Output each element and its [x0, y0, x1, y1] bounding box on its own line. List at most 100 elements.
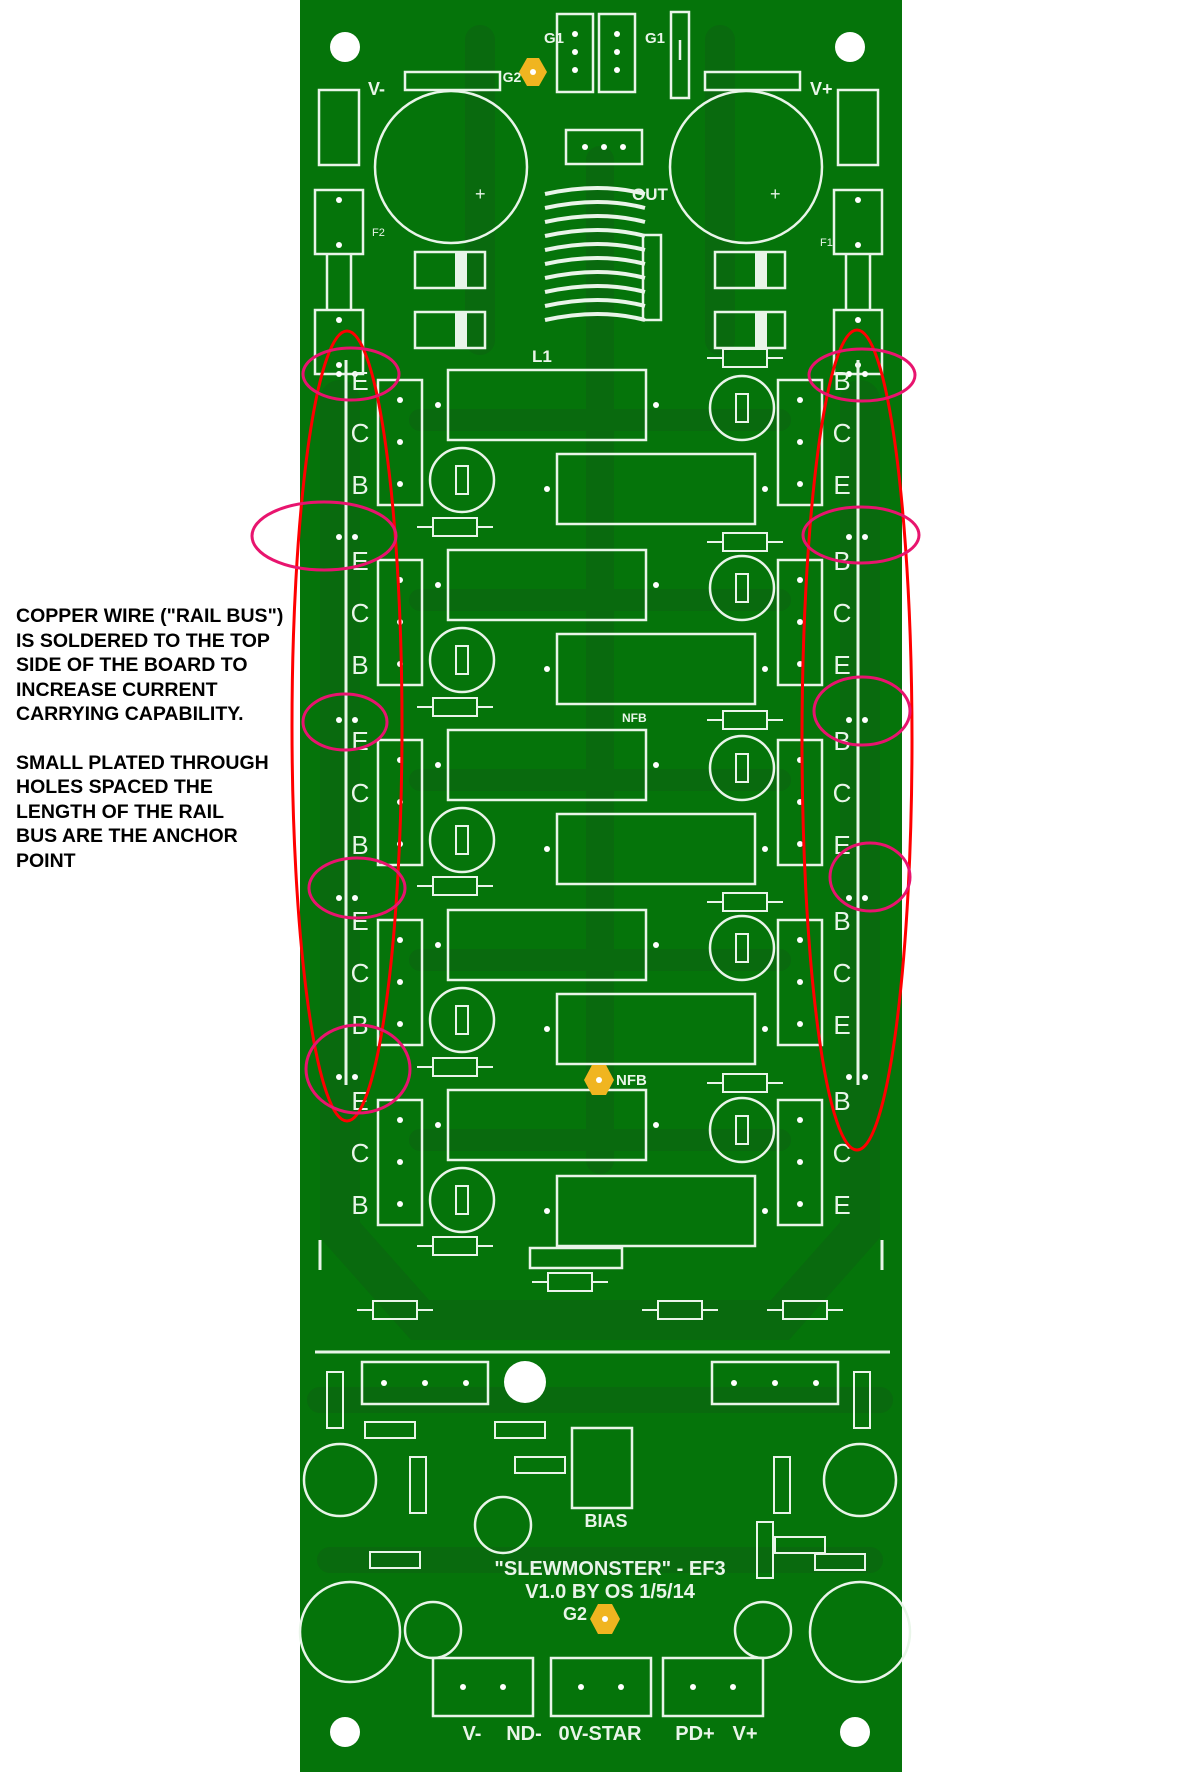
via-hole	[797, 841, 803, 847]
label-g1: G1	[544, 30, 564, 47]
bias-trimmer	[570, 1426, 634, 1510]
via-hole	[862, 534, 868, 540]
via-hole	[336, 317, 342, 323]
via-hole	[797, 619, 803, 625]
via-hole	[813, 1380, 819, 1386]
anchor-point-highlight	[301, 346, 401, 402]
via-hole	[797, 397, 803, 403]
via-hole	[797, 937, 803, 943]
via-hole	[572, 49, 578, 55]
capacitor-c119	[703, 70, 802, 92]
emitter-resistor	[555, 1174, 757, 1248]
via-hole	[544, 1026, 550, 1032]
label-g2-bottom: G2	[563, 1604, 587, 1624]
output-transistor	[776, 738, 824, 867]
anchor-point-highlight	[307, 856, 407, 920]
via-hole	[500, 1684, 506, 1690]
label-nfb: NFB	[616, 1072, 647, 1089]
small-resistor	[364, 1421, 416, 1439]
polarity-mark: +	[475, 184, 486, 204]
via-hole	[352, 371, 358, 377]
via-hole	[352, 534, 358, 540]
via-hole	[397, 937, 403, 943]
electrolytic-capacitor	[473, 1495, 533, 1555]
annotation-line: HOLES SPACED THE	[16, 776, 213, 798]
via-hole	[463, 1380, 469, 1386]
emitter-resistor	[555, 812, 757, 886]
mounting-hole	[835, 32, 865, 62]
via-hole	[797, 1021, 803, 1027]
label-l1: L1	[532, 347, 552, 366]
via-hole	[762, 846, 768, 852]
small-resistor	[774, 1536, 826, 1554]
small-capacitor	[853, 1371, 871, 1429]
via-hole	[601, 144, 607, 150]
via-hole	[862, 895, 868, 901]
mounting-hole	[330, 1717, 360, 1747]
via-hole	[572, 31, 578, 37]
via-hole	[762, 1208, 768, 1214]
inductor-coil-turn	[544, 228, 646, 238]
annotation-line: CARRYING CAPABILITY.	[16, 703, 244, 725]
via-hole	[855, 317, 861, 323]
via-hole	[762, 486, 768, 492]
diode-band	[455, 312, 467, 348]
via-hole	[460, 1684, 466, 1690]
via-hole	[397, 1201, 403, 1207]
via-hole	[336, 197, 342, 203]
capacitor-c114	[528, 1246, 624, 1270]
via-hole	[797, 1159, 803, 1165]
pin-label: E	[351, 1086, 368, 1116]
gate-connector	[555, 12, 595, 94]
via-hole	[614, 67, 620, 73]
anchor-point-highlight	[301, 692, 389, 752]
annotation-line: INCREASE CURRENT	[16, 678, 218, 701]
diode-band	[455, 252, 467, 288]
electrolytic-capacitor	[708, 374, 776, 442]
cap-body	[455, 645, 469, 675]
mounting-hole	[504, 1361, 546, 1403]
inductor-coil-turn	[544, 312, 646, 322]
pin-label: C	[351, 1138, 370, 1168]
diode	[713, 250, 787, 290]
inductor-coil-turn	[544, 200, 646, 210]
via-hole	[435, 942, 441, 948]
connector-label: V-	[463, 1723, 482, 1745]
annotation-line: POINT	[16, 849, 76, 872]
via-hole	[762, 666, 768, 672]
output-transistor	[776, 918, 824, 1047]
rail-bus-highlight-right	[800, 328, 914, 1152]
via-hole	[544, 486, 550, 492]
emitter-resistor	[446, 908, 648, 982]
emitter-resistor	[555, 452, 757, 526]
small-resistor	[494, 1421, 546, 1439]
resistor-r128	[641, 233, 663, 322]
pin-label: B	[351, 650, 368, 680]
pin-label: C	[833, 418, 852, 448]
via-hole	[544, 1208, 550, 1214]
mounting-hole	[840, 1717, 870, 1747]
pin-label: E	[833, 830, 850, 860]
electrolytic-capacitor	[428, 446, 496, 514]
board-version: V1.0 BY OS 1/5/14	[525, 1581, 696, 1603]
power-connector	[661, 1656, 765, 1718]
output-transistor	[376, 378, 424, 507]
cap-body	[455, 825, 469, 855]
connector-label: V+	[732, 1723, 757, 1745]
via-hole	[690, 1684, 696, 1690]
via-hole	[582, 144, 588, 150]
annotation-overlay	[250, 328, 921, 1152]
small-capacitor	[773, 1456, 791, 1514]
inductor-coil-turn	[544, 214, 646, 224]
via-hole	[572, 67, 578, 73]
polarity-mark: +	[770, 184, 781, 204]
electrolytic-capacitor	[428, 986, 496, 1054]
fuse-holder	[317, 88, 361, 167]
small-capacitor	[326, 1371, 344, 1429]
anchor-point-highlight	[807, 347, 917, 403]
via-hole	[772, 1380, 778, 1386]
rail-bus-highlight-left	[290, 329, 404, 1123]
inductor-coil-turn	[544, 256, 646, 266]
copper-trace	[320, 380, 880, 1340]
